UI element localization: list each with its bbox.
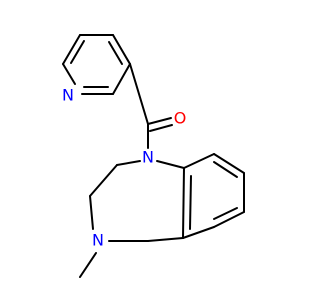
bond-bz-5-6 bbox=[182, 226, 215, 239]
pyridine-ring bbox=[62, 34, 131, 95]
bond-bz-1-2 bbox=[183, 153, 215, 169]
bond-c3-n4 bbox=[89, 195, 94, 230]
carbonyl-group bbox=[129, 63, 173, 149]
atom-labels: N O N N bbox=[62, 86, 186, 250]
bond-bz-2-3-inner bbox=[213, 161, 238, 178]
molecule-canvas: N O N N bbox=[62, 34, 245, 278]
bond-carbonyl-o-double bbox=[149, 124, 173, 132]
atom-label-ring-n1: N bbox=[142, 148, 154, 167]
bond-py-c4-c5 bbox=[112, 34, 131, 65]
bond-carbonyl-o bbox=[147, 117, 172, 125]
bond-py-c2-c3-double bbox=[70, 40, 85, 64]
structure-diagram: N O N N bbox=[62, 34, 245, 278]
bond-py-n-c2 bbox=[62, 63, 76, 85]
bond-c2-c3 bbox=[89, 164, 118, 197]
bond-bz-4-5-inner bbox=[213, 207, 238, 220]
bond-py-carbonyl bbox=[129, 63, 149, 125]
atom-label-pyridine-n: N bbox=[62, 86, 74, 105]
atom-label-ring-n4: N bbox=[92, 231, 104, 250]
diazepine-ring bbox=[79, 160, 185, 278]
atom-label-carbonyl-o: O bbox=[174, 109, 187, 128]
bond-py-c2-c3 bbox=[62, 34, 81, 65]
bond-c5-benzo bbox=[147, 237, 184, 242]
benzene-ring bbox=[182, 153, 245, 239]
bond-py-c5-c6 bbox=[112, 63, 131, 95]
bond-bz-4-5 bbox=[213, 211, 245, 228]
bond-bz-6-1 bbox=[182, 167, 185, 239]
bond-py-c4-c5-double bbox=[108, 41, 123, 65]
bond-n4-methyl bbox=[79, 252, 97, 278]
bond-bz-2-3 bbox=[213, 153, 245, 174]
bond-n1-c2 bbox=[116, 160, 141, 166]
bond-bz-6-1-inner bbox=[189, 175, 192, 230]
bond-n1-benzo bbox=[156, 160, 185, 169]
